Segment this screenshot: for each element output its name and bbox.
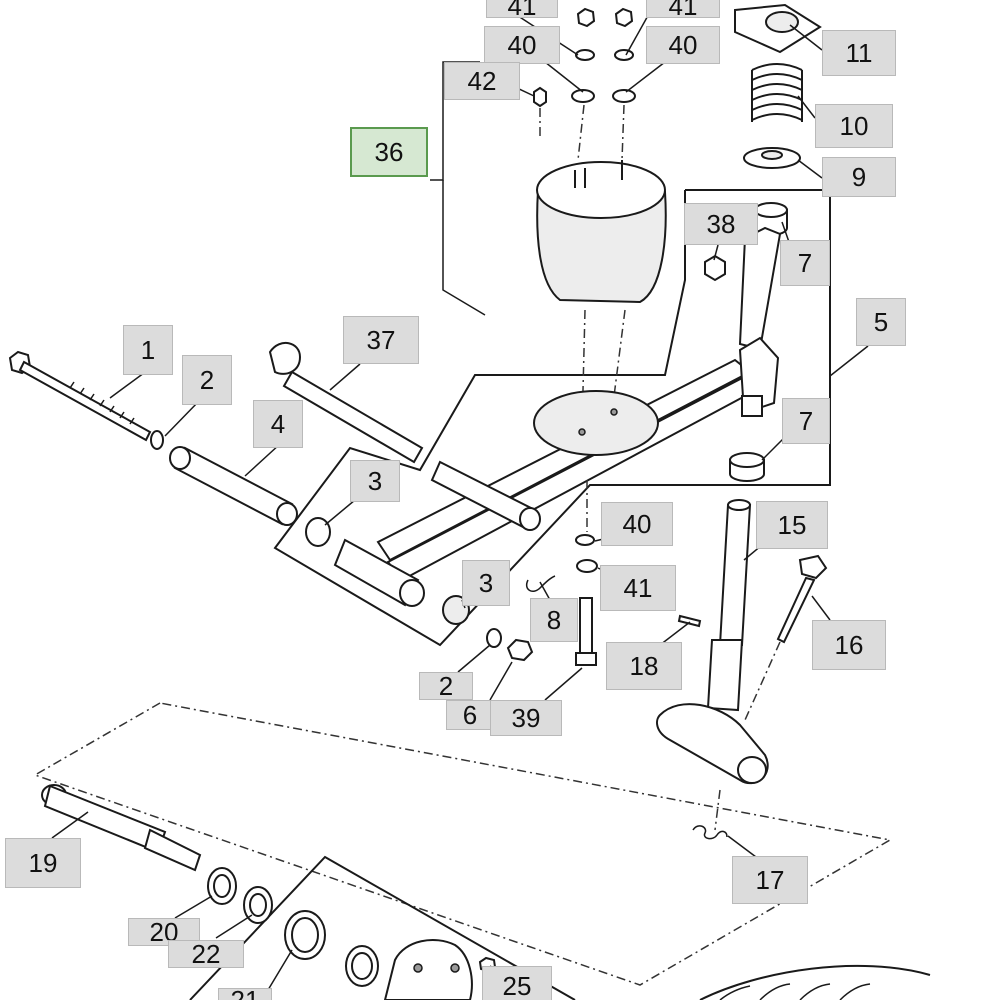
callout-38[interactable]: 38: [684, 203, 758, 245]
callout-25[interactable]: 25: [482, 966, 552, 1000]
callout-2-lower[interactable]: 2: [419, 672, 473, 700]
callout-2-upper[interactable]: 2: [182, 355, 232, 405]
callout-39[interactable]: 39: [490, 700, 562, 736]
callout-17[interactable]: 17: [732, 856, 808, 904]
callout-36-highlighted[interactable]: 36: [350, 127, 428, 177]
callout-37[interactable]: 37: [343, 316, 419, 364]
callout-40-lower[interactable]: 40: [601, 502, 673, 546]
callout-16[interactable]: 16: [812, 620, 886, 670]
callout-40-upper-left[interactable]: 40: [484, 26, 560, 64]
callout-1[interactable]: 1: [123, 325, 173, 375]
callout-5[interactable]: 5: [856, 298, 906, 346]
assembly-group-outline: [273, 189, 831, 647]
callout-7-lower[interactable]: 7: [782, 398, 830, 444]
callout-21[interactable]: 21: [218, 987, 272, 1000]
bolt-1: [8, 350, 152, 442]
air-spring-36: [536, 160, 667, 304]
callout-15[interactable]: 15: [756, 501, 828, 549]
callout-22[interactable]: 22: [168, 940, 244, 968]
callout-41-lower[interactable]: 41: [600, 565, 676, 611]
callout-40-upper-right[interactable]: 40: [646, 26, 720, 64]
link-37: [268, 342, 424, 464]
callout-6[interactable]: 6: [446, 700, 494, 730]
callout-41-upper-right[interactable]: 41: [646, 0, 720, 19]
upper-mount-11: [734, 3, 822, 54]
callout-3-lower[interactable]: 3: [462, 560, 510, 606]
callout-11[interactable]: 11: [822, 30, 896, 76]
callout-8[interactable]: 8: [530, 598, 578, 642]
callout-18[interactable]: 18: [606, 642, 682, 690]
spindle-19: [41, 784, 202, 872]
callout-10[interactable]: 10: [815, 104, 893, 148]
top-nut-41a: [576, 7, 634, 28]
callout-19[interactable]: 19: [5, 838, 81, 888]
callout-7-upper[interactable]: 7: [780, 240, 830, 286]
callout-4[interactable]: 4: [253, 400, 303, 448]
axle-group-outline: [33, 702, 893, 986]
shock-absorber-15: [656, 499, 769, 831]
callout-3-upper[interactable]: 3: [350, 460, 400, 502]
callout-42[interactable]: 42: [444, 62, 520, 100]
callout-9[interactable]: 9: [822, 157, 896, 197]
callout-41-upper-left[interactable]: 41: [486, 0, 558, 19]
coil-spring-10: [751, 63, 803, 122]
